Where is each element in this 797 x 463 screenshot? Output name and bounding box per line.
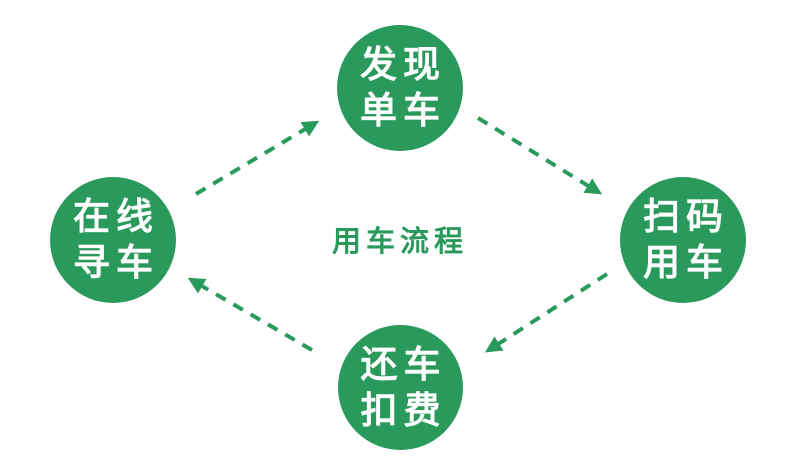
- node-return-and-pay-line2: 扣费: [360, 388, 447, 432]
- arrow-right-to-bottom: [484, 272, 609, 353]
- arrow-top-to-right: [476, 116, 603, 195]
- node-return-and-pay: 还车 扣费: [338, 325, 463, 450]
- node-locate-online: 在线 寻车: [50, 177, 176, 303]
- node-scan-to-ride: 扫码 用车: [620, 177, 746, 303]
- node-locate-online-line2: 寻车: [73, 241, 159, 284]
- diagram-title: 用车流程: [331, 224, 468, 258]
- node-return-and-pay-line1: 还车: [360, 342, 447, 386]
- arrow-left-to-top: [194, 120, 320, 196]
- node-locate-online-line1: 在线: [73, 195, 159, 238]
- node-find-bike: 发现 单车: [337, 25, 463, 151]
- node-find-bike-line2: 单车: [360, 89, 446, 132]
- arrow-bottom-to-left: [187, 277, 314, 352]
- node-scan-to-ride-line2: 用车: [643, 241, 729, 284]
- node-find-bike-line1: 发现: [360, 43, 446, 86]
- node-scan-to-ride-line1: 扫码: [643, 195, 729, 238]
